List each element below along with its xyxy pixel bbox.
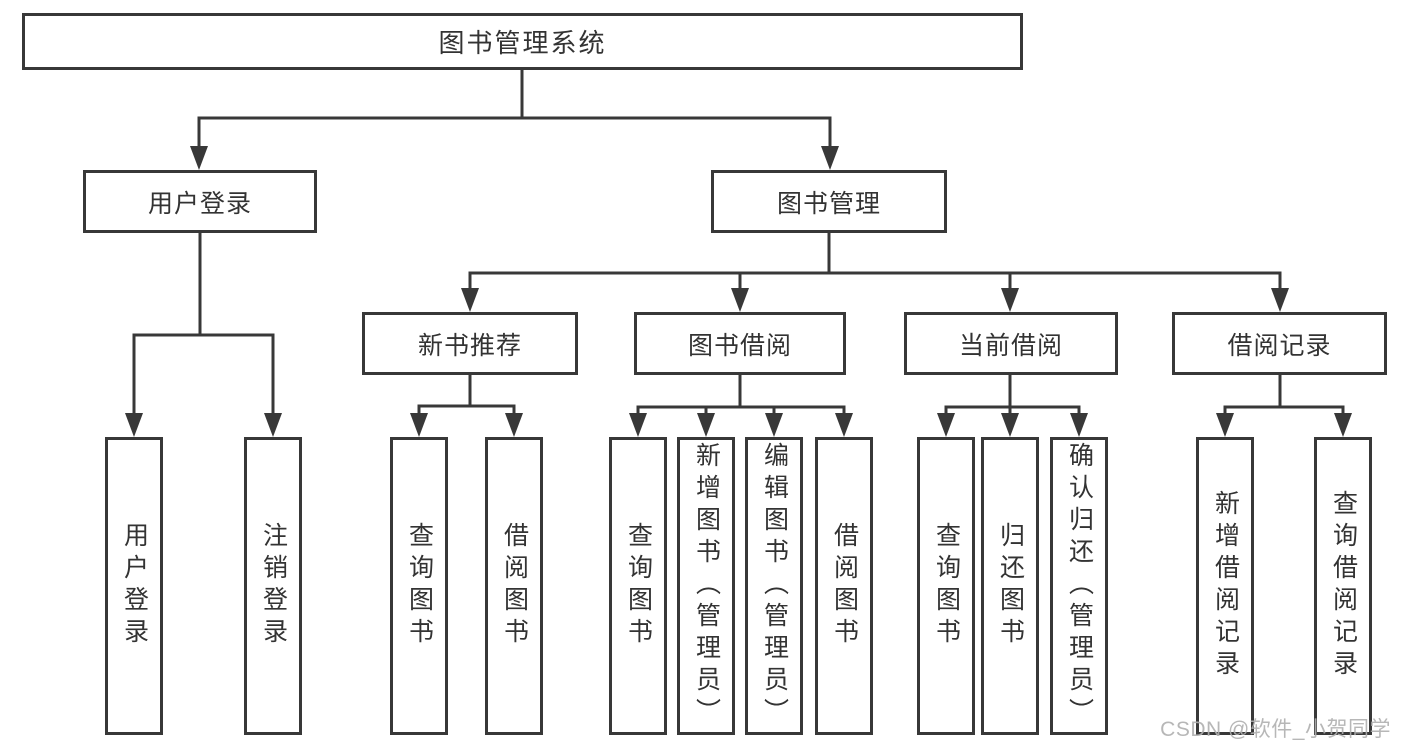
node-query-book-under-current: 查询图书: [917, 437, 975, 735]
node-return-book: 归还图书: [981, 437, 1039, 735]
node-label: 借阅记录: [1227, 331, 1332, 360]
node-label: 归还图书: [996, 522, 1025, 650]
node-label: 用户登录: [147, 189, 252, 218]
node-confirm-return-admin: 确认归还（管理员）: [1050, 437, 1108, 735]
arrowhead-icon: [765, 413, 783, 437]
connector-book-mgmt-to-level3: [468, 231, 1282, 294]
csdn-watermark: CSDN @软件_小贺同学: [1160, 718, 1391, 741]
connector-new-book-to-children: [417, 373, 516, 420]
connector-root-to-level2: [197, 68, 832, 152]
node-label: 图书管理: [776, 189, 881, 218]
node-borrow-book-under-borrow: 借阅图书: [815, 437, 873, 735]
node-label: 新书推荐: [417, 331, 522, 360]
arrowhead-icon: [821, 146, 839, 170]
arrowhead-icon: [1070, 413, 1088, 437]
arrowhead-icon: [505, 413, 523, 437]
node-new-book-recommend: 新书推荐: [362, 312, 578, 375]
node-logout-leaf: 注销登录: [244, 437, 302, 735]
arrowhead-icon: [190, 146, 208, 170]
node-label: 确认归还（管理员）: [1065, 442, 1094, 730]
node-book-borrow: 图书借阅: [634, 312, 846, 375]
arrowhead-icon: [125, 413, 143, 437]
node-label: 查询图书: [932, 522, 961, 650]
arrowhead-icon: [937, 413, 955, 437]
node-user-login-leaf: 用户登录: [105, 437, 163, 735]
arrowhead-icon: [1271, 288, 1289, 312]
connector-book-borrow-to-children: [636, 373, 846, 420]
node-book-management: 图书管理: [711, 170, 947, 233]
node-label: 注销登录: [259, 522, 288, 650]
node-query-book-under-borrow: 查询图书: [609, 437, 667, 735]
node-label: 用户登录: [120, 522, 149, 650]
connector-user-login-to-children: [132, 231, 275, 420]
node-label: 新增借阅记录: [1211, 490, 1240, 682]
node-query-borrow-record: 查询借阅记录: [1314, 437, 1372, 735]
node-borrow-record: 借阅记录: [1172, 312, 1387, 375]
node-edit-book-admin: 编辑图书（管理员）: [745, 437, 803, 735]
node-label: 借阅图书: [500, 522, 529, 650]
connector-borrow-record-to-children: [1223, 373, 1345, 420]
node-add-book-admin: 新增图书（管理员）: [677, 437, 735, 735]
arrowhead-icon: [461, 288, 479, 312]
node-add-borrow-record: 新增借阅记录: [1196, 437, 1254, 735]
node-label: 当前借阅: [958, 331, 1063, 360]
arrowhead-icon: [410, 413, 428, 437]
node-label: 查询图书: [624, 522, 653, 650]
node-label: 查询图书: [405, 522, 434, 650]
node-label: 借阅图书: [830, 522, 859, 650]
arrowhead-icon: [629, 413, 647, 437]
arrowhead-icon: [697, 413, 715, 437]
connector-current-borrow-to-children: [944, 373, 1081, 420]
node-current-borrow: 当前借阅: [904, 312, 1118, 375]
node-user-login: 用户登录: [83, 170, 317, 233]
arrowhead-icon: [1001, 288, 1019, 312]
node-borrow-book-under-recommend: 借阅图书: [485, 437, 543, 735]
node-label: 图书管理系统: [438, 28, 607, 58]
node-query-book-under-recommend: 查询图书: [390, 437, 448, 735]
node-label: 新增图书（管理员）: [692, 442, 721, 730]
arrowhead-icon: [1001, 413, 1019, 437]
arrowhead-icon: [1334, 413, 1352, 437]
node-label: 编辑图书（管理员）: [760, 442, 789, 730]
arrowhead-icon: [731, 288, 749, 312]
node-label: 图书借阅: [687, 331, 792, 360]
arrowhead-icon: [835, 413, 853, 437]
arrowhead-icon: [264, 413, 282, 437]
node-label: 查询借阅记录: [1329, 490, 1358, 682]
arrowheads: [125, 146, 1352, 437]
node-root: 图书管理系统: [22, 13, 1023, 70]
arrowhead-icon: [1216, 413, 1234, 437]
